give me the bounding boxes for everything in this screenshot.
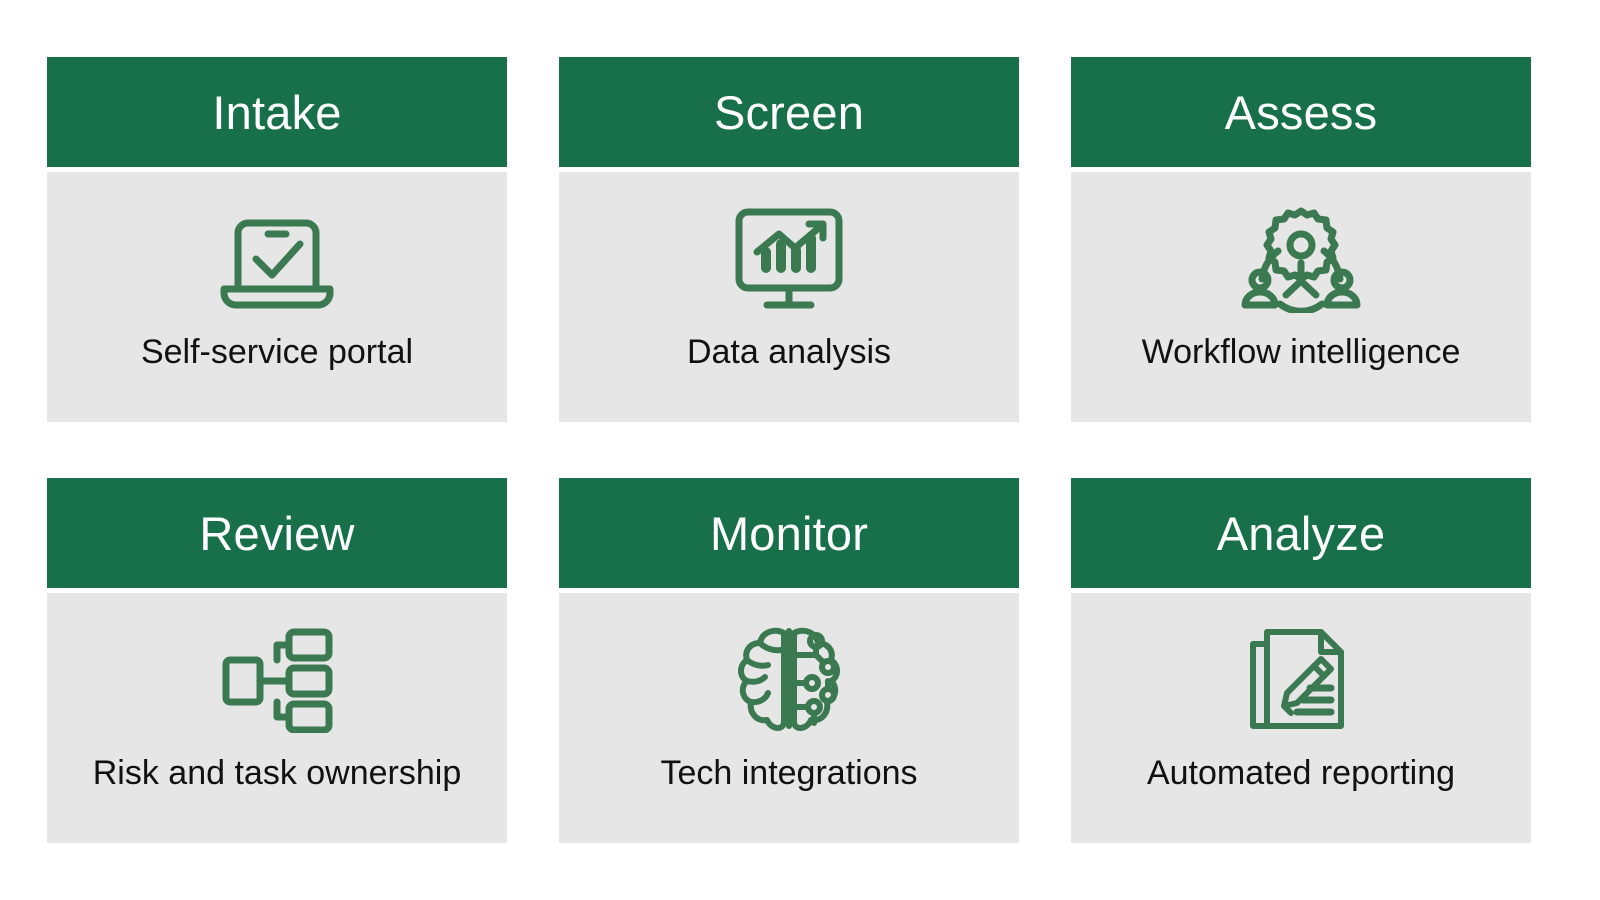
stage-title: Analyze bbox=[1216, 506, 1386, 560]
stage-card-body: Self-service portal bbox=[47, 172, 507, 422]
stage-card-body: Workflow intelligence bbox=[1071, 172, 1531, 422]
stage-card-header: Assess bbox=[1071, 57, 1531, 167]
stage-card-header: Review bbox=[47, 478, 507, 588]
stage-card-header: Screen bbox=[559, 57, 1019, 167]
stage-caption: Data analysis bbox=[686, 333, 892, 371]
stage-card-assess[interactable]: Assess bbox=[1071, 57, 1531, 422]
stage-card-monitor[interactable]: Monitor bbox=[559, 478, 1019, 843]
stage-title: Screen bbox=[713, 85, 865, 139]
stage-card-body: Automated reporting bbox=[1071, 593, 1531, 843]
stage-title: Review bbox=[199, 506, 355, 560]
org-chart-hierarchy-icon bbox=[221, 615, 333, 745]
stage-card-body: Data analysis bbox=[559, 172, 1019, 422]
stage-caption: Self-service portal bbox=[140, 333, 414, 371]
stage-card-review[interactable]: Review Risk and task ownership bbox=[47, 478, 507, 843]
stage-title: Assess bbox=[1224, 85, 1378, 139]
stage-card-header: Monitor bbox=[559, 478, 1019, 588]
stage-card-screen[interactable]: Screen Data analysis bbox=[559, 57, 1019, 422]
stage-caption: Risk and task ownership bbox=[92, 754, 462, 792]
stage-caption: Automated reporting bbox=[1146, 754, 1456, 792]
stage-title: Monitor bbox=[709, 506, 869, 560]
stage-card-header: Intake bbox=[47, 57, 507, 167]
stage-card-body: Tech integrations bbox=[559, 593, 1019, 843]
documents-pencil-icon bbox=[1247, 615, 1355, 745]
stage-title: Intake bbox=[212, 85, 342, 139]
laptop-check-icon bbox=[216, 194, 338, 324]
stage-card-analyze[interactable]: Analyze bbox=[1071, 478, 1531, 843]
gear-people-network-icon bbox=[1240, 194, 1362, 324]
stage-card-grid: Intake Self-service portal Screen bbox=[47, 57, 1555, 843]
stage-card-body: Risk and task ownership bbox=[47, 593, 507, 843]
stage-card-header: Analyze bbox=[1071, 478, 1531, 588]
stage-caption: Workflow intelligence bbox=[1141, 333, 1461, 371]
brain-circuit-icon bbox=[736, 615, 842, 745]
stage-card-intake[interactable]: Intake Self-service portal bbox=[47, 57, 507, 422]
monitor-bar-chart-trend-icon bbox=[733, 194, 845, 324]
stage-caption: Tech integrations bbox=[660, 754, 918, 792]
